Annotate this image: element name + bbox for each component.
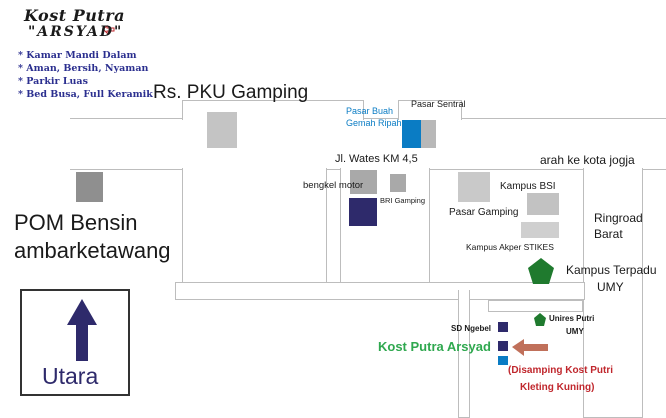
road-ngebel-branch <box>488 300 583 312</box>
label-kampus-bsi: Kampus BSI <box>500 181 556 192</box>
label-ambarketawang: ambarketawang <box>14 238 171 263</box>
header-arrow-icon <box>102 25 115 35</box>
label-ringroad: Ringroad <box>594 211 643 225</box>
kost-pointer-arrow-icon <box>512 339 548 356</box>
label-rs-pku: Rs. PKU Gamping <box>153 82 309 103</box>
akper-building <box>521 222 559 238</box>
label-unires-umy: UMY <box>566 327 584 336</box>
feature-item: * Kamar Mandi Dalam <box>18 50 137 61</box>
feature-item: * Parkir Luas <box>18 76 88 87</box>
road-south <box>175 282 585 300</box>
compass-label: Utara <box>42 363 99 389</box>
label-arah-jogja: arah ke kota jogja <box>540 153 635 167</box>
kost-building <box>498 341 508 351</box>
label-kampus-terpadu: Kampus Terpadu <box>566 263 657 277</box>
label-pasar-sentral: Pasar Sentral <box>411 99 466 109</box>
label-kleting-kuning: Kleting Kuning) <box>520 382 595 393</box>
label-jl-wates: Jl. Wates KM 4,5 <box>335 153 418 165</box>
pasar-sentral-building <box>421 120 436 148</box>
sd-ngebel-building <box>498 322 508 332</box>
label-akper: Kampus Akper STIKES <box>466 242 554 252</box>
label-disamping: (Disamping Kost Putri <box>508 365 614 376</box>
label-pasar-gamping: Pasar Gamping <box>449 207 519 218</box>
north-arrow-icon <box>67 299 97 361</box>
header-subtitle: "ARSYAD" <box>28 24 124 40</box>
compass-box: Utara <box>20 289 130 396</box>
label-bengkel: bengkel motor <box>303 180 364 191</box>
feature-list: * Kamar Mandi Dalam * Aman, Bersih, Nyam… <box>18 49 153 101</box>
pasar-buah-building <box>402 120 421 148</box>
label-barat: Barat <box>594 227 623 241</box>
header-title: Kost Putra <box>24 6 126 25</box>
label-pom-bensin: POM Bensin <box>14 210 138 235</box>
kampus-bsi-building <box>527 193 559 215</box>
kleting-kuning-building <box>498 356 508 365</box>
label-unires: Unires Putri <box>549 314 595 323</box>
bri-building <box>349 198 377 226</box>
label-kost-putra-arsyad: Kost Putra Arsyad <box>378 339 491 354</box>
pasar-gamping-building <box>458 172 490 202</box>
bri-small-building <box>390 174 406 192</box>
unires-pentagon-icon <box>534 313 546 326</box>
bengkel-building <box>350 170 377 194</box>
feature-item: * Aman, Bersih, Nyaman <box>18 63 149 74</box>
label-pasar-buah: Pasar Buah <box>346 106 394 116</box>
label-gemah-ripah: Gemah Ripah <box>346 118 402 128</box>
label-bri: BRI Gamping <box>380 196 426 205</box>
road-jl-wates <box>70 118 666 170</box>
kampus-terpadu-pentagon-icon <box>528 258 554 284</box>
road-ringroad <box>583 168 643 418</box>
label-umy: UMY <box>597 280 624 294</box>
road-north-2 <box>398 100 462 120</box>
rs-pku-building <box>207 112 237 148</box>
feature-item: * Bed Busa, Full Keramik <box>18 89 153 100</box>
pom-bensin-building <box>76 172 103 202</box>
label-sd-ngebel: SD Ngebel <box>451 324 492 333</box>
